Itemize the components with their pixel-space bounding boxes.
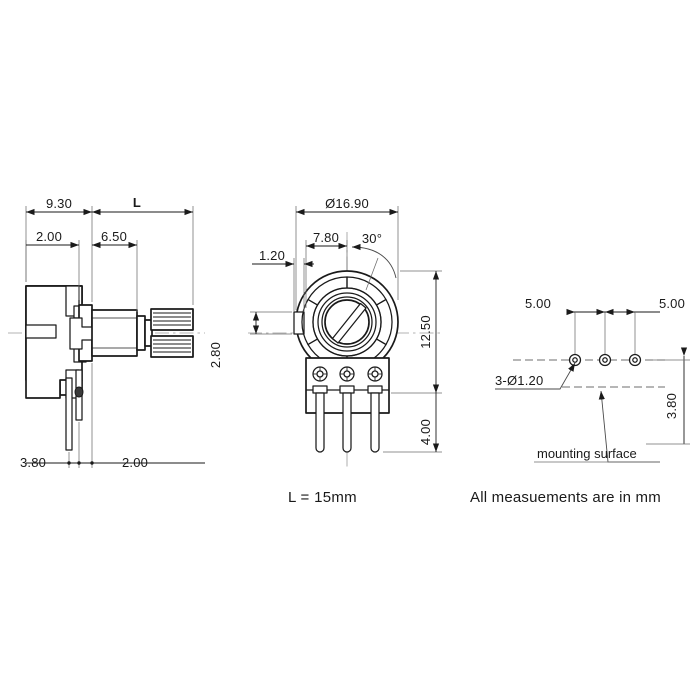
front-dim-label-30deg: 30° (362, 231, 382, 246)
side-shaft-neck (144, 319, 153, 347)
side-dim-label-2-00-top: 2.00 (36, 229, 62, 244)
pcb-dim-label-pitch-left: 5.00 (525, 296, 551, 311)
side-shaft-knurl-lower (150, 335, 194, 358)
front-leader-30deg (351, 243, 397, 279)
side-knurl-hatch-upper (153, 312, 191, 326)
pcb-hole-3 (628, 353, 642, 367)
front-body-flat (293, 311, 305, 335)
front-pin-1 (315, 392, 325, 453)
front-pin-2 (342, 392, 352, 453)
pcb-leader-hole-callout (495, 362, 576, 390)
pcb-hole-1 (568, 353, 582, 367)
side-body-slot (25, 324, 57, 339)
pcb-mounting-hole-pattern: 5.00 5.00 3-Ø1.20 (495, 296, 690, 463)
pcb-holes (568, 353, 642, 367)
front-dim-label-dia: Ø16.90 (325, 196, 369, 211)
front-dim-label-1-20: 1.20 (259, 248, 285, 263)
front-rivet-3 (367, 366, 383, 382)
front-dim-label-4-00: 4.00 (418, 419, 433, 445)
front-pin-3 (370, 392, 380, 453)
pcb-hole-2 (598, 353, 612, 367)
pcb-label-mounting-surface: mounting surface (537, 446, 637, 461)
front-rivet-1 (312, 366, 328, 382)
side-bushing-barrel (91, 309, 138, 357)
front-rotor-ring-2 (321, 296, 373, 348)
side-knurl-hatch-lower (153, 339, 191, 353)
front-view: Ø16.90 7.80 30° 1.20 2.80 (208, 196, 442, 470)
pcb-dim-label-3-80: 3.80 (664, 393, 679, 419)
side-dim-label-9-30: 9.30 (46, 196, 72, 211)
front-dim-label-7-80: 7.80 (313, 230, 339, 245)
front-dim-label-12-50: 12.50 (418, 315, 433, 349)
side-bushing-shoulder (136, 315, 146, 351)
side-terminal-rivet (74, 386, 84, 398)
shaft-length-note: L = 15mm (288, 489, 357, 506)
front-ext-30deg (365, 257, 379, 291)
side-shaft-knurl-upper (150, 308, 194, 331)
side-dim-label-2-00-bottom: 2.00 (122, 455, 148, 470)
pcb-dim-label-hole-callout: 3-Ø1.20 (495, 373, 543, 388)
pcb-dim-label-pitch-right: 5.00 (659, 296, 685, 311)
front-dim-label-2-80: 2.80 (208, 342, 223, 368)
front-terminal-pins (315, 392, 380, 453)
side-dim-label-6-50: 6.50 (101, 229, 127, 244)
side-dim-label-L: L (133, 195, 141, 210)
front-rotor-ring-1 (317, 292, 377, 352)
front-screwdriver-slot (331, 302, 367, 344)
side-terminal-pin-1 (65, 377, 73, 451)
units-note: All measuements are in mm (470, 489, 661, 506)
front-pin-roots (312, 385, 383, 394)
front-terminal-rivets (312, 366, 383, 382)
front-rotor-ring-3 (324, 299, 370, 345)
front-rivet-2 (339, 366, 355, 382)
side-dim-label-3-80: 3.80 (20, 455, 46, 470)
front-hub-outer (312, 287, 382, 357)
side-elevation-view: 9.30 L 2.00 6.50 3.80 2.00 (8, 195, 205, 470)
